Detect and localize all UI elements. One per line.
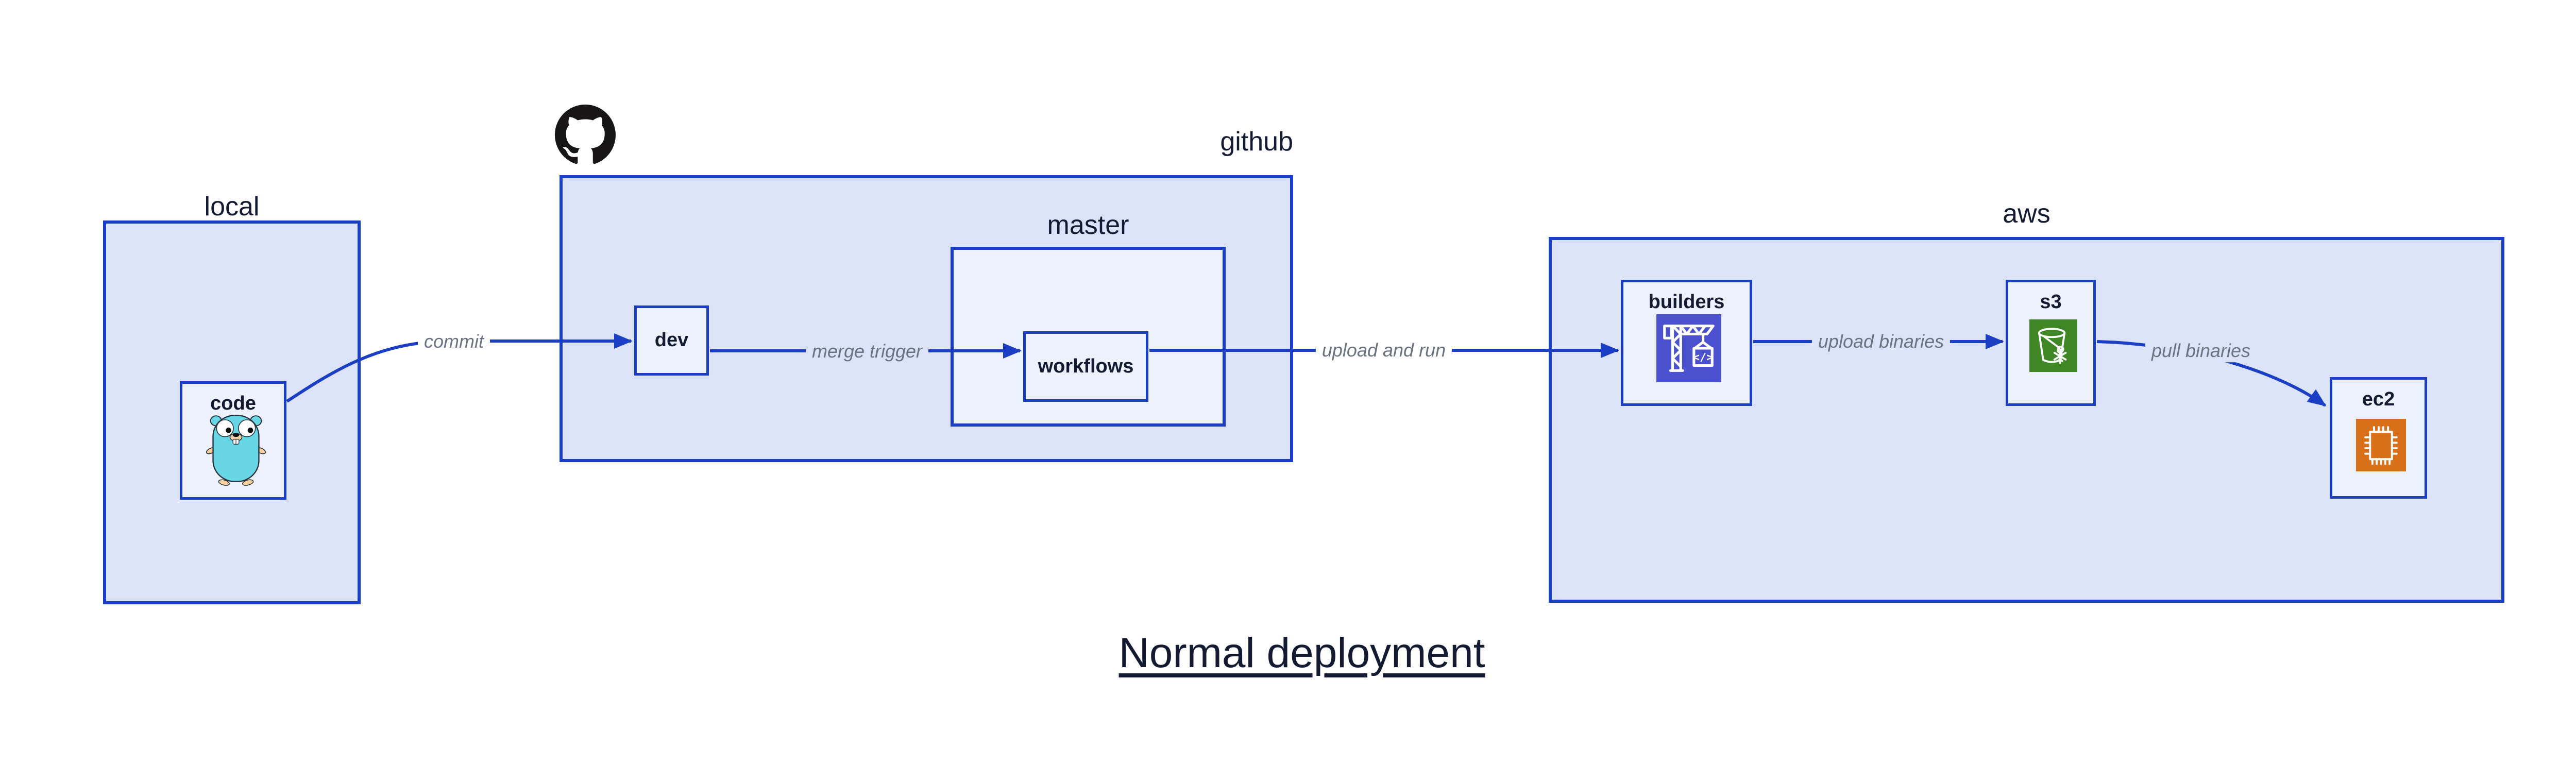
edge-commit-label: commit: [418, 330, 490, 353]
edge-upload-binaries-label: upload binaries: [1811, 330, 1951, 353]
node-dev: dev: [634, 305, 709, 376]
node-builders: builders </>: [1621, 280, 1752, 406]
label-github: github: [1220, 127, 1293, 157]
node-ec2: ec2: [2330, 377, 2427, 499]
node-ec2-label: ec2: [2362, 388, 2395, 410]
s3-bucket-snowflake-icon: [2029, 319, 2077, 372]
node-code-label: code: [210, 393, 256, 414]
diagram-title: Normal deployment: [1118, 630, 1485, 676]
label-master: master: [1047, 210, 1129, 240]
svg-text:</>: </>: [1693, 351, 1713, 364]
ec2-chip-icon: [2356, 419, 2406, 471]
edge-pull-binaries-label: pull binaries: [2145, 339, 2257, 362]
node-dev-label: dev: [654, 329, 689, 351]
label-local: local: [204, 192, 260, 222]
codebuild-crane-icon: </>: [1656, 314, 1721, 382]
edge-merge-trigger-label: merge trigger: [805, 340, 929, 363]
node-s3-label: s3: [2040, 291, 2062, 313]
node-builders-label: builders: [1648, 291, 1725, 313]
edge-upload-and-run-label: upload and run: [1315, 339, 1452, 362]
github-octocat-icon: [555, 105, 616, 164]
node-workflows: workflows: [1023, 331, 1148, 402]
label-aws: aws: [2003, 199, 2050, 229]
node-code: code: [180, 381, 286, 500]
node-workflows-label: workflows: [1038, 355, 1134, 377]
go-gopher-icon: [206, 415, 266, 486]
node-s3: s3: [2006, 280, 2096, 406]
